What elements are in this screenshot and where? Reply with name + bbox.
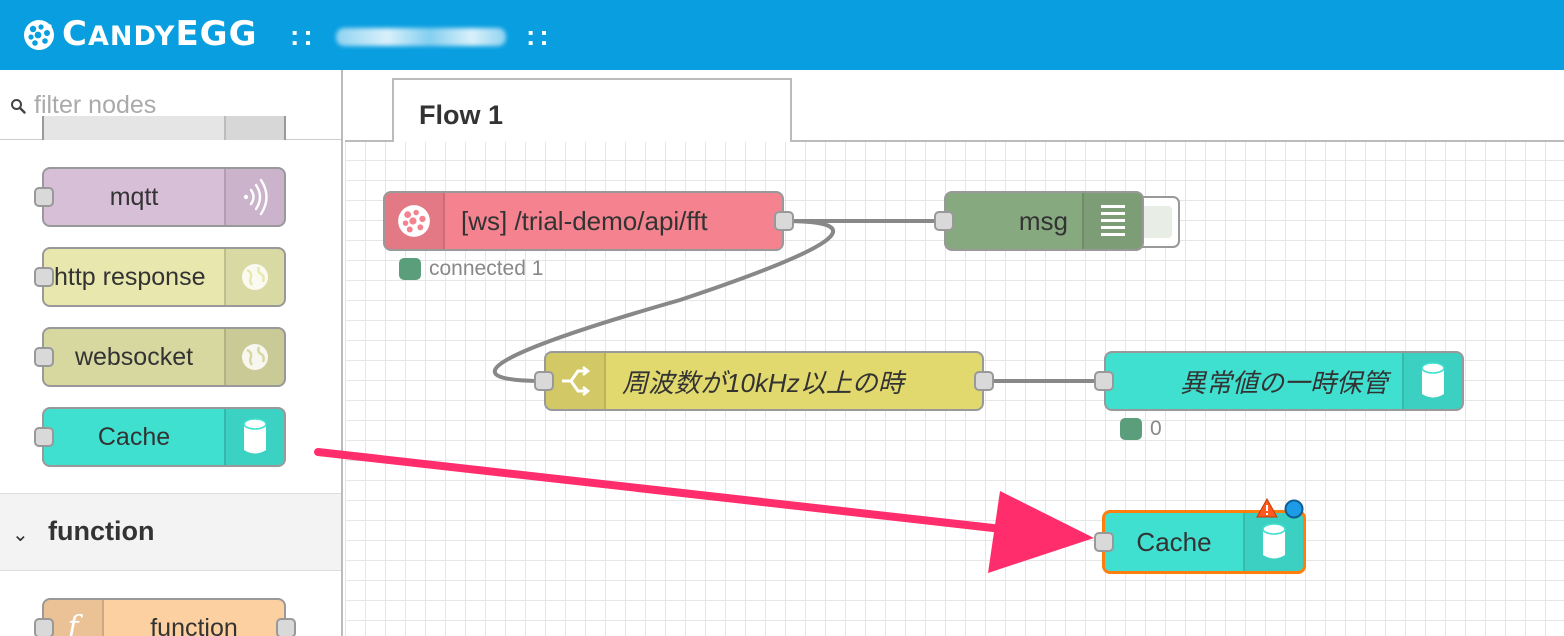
palette-node-websocket[interactable]: websocket xyxy=(42,327,286,387)
filter-underlay xyxy=(0,140,341,150)
flow-node-cache-new[interactable]: Cache xyxy=(1102,510,1306,574)
header-separator-right: :: xyxy=(526,20,553,51)
input-port[interactable] xyxy=(34,187,54,207)
flow-node-websocket-in[interactable]: [ws] /trial-demo/api/fft xyxy=(383,191,784,251)
input-port[interactable] xyxy=(1094,371,1114,391)
input-port[interactable] xyxy=(1094,532,1114,552)
tab-label: Flow 1 xyxy=(419,100,504,130)
node-status: 0 xyxy=(1120,417,1162,441)
node-label: [ws] /trial-demo/api/fft xyxy=(461,205,708,236)
output-port[interactable] xyxy=(774,211,794,231)
palette-node-label: Cache xyxy=(97,422,171,451)
search-icon xyxy=(11,99,26,114)
palette-node-label: websocket xyxy=(74,342,194,371)
palette-node-label: function xyxy=(150,613,238,636)
category-function-header[interactable]: ⌄ function xyxy=(0,493,341,571)
cylinder-icon xyxy=(224,409,284,465)
globe-icon xyxy=(224,249,284,305)
brand-name: CANDYEGG xyxy=(62,14,258,54)
function-icon: f xyxy=(44,600,104,636)
wireless-icon xyxy=(224,169,284,225)
status-dot-icon xyxy=(399,258,421,280)
globe-icon xyxy=(224,329,284,385)
node-label: 周波数が10kHz以上の時 xyxy=(622,367,904,398)
cylinder-icon xyxy=(1243,513,1303,571)
status-dot-icon xyxy=(1120,418,1142,440)
redacted-project-name xyxy=(336,28,506,46)
output-port[interactable] xyxy=(974,371,994,391)
status-text: connected 1 xyxy=(429,257,544,280)
warning-triangle-icon xyxy=(1256,498,1278,518)
palette-node-label: http response xyxy=(54,262,206,291)
cylinder-icon xyxy=(1402,353,1462,409)
input-port[interactable] xyxy=(34,347,54,367)
input-port[interactable] xyxy=(934,211,954,231)
changed-dot-icon xyxy=(1284,499,1304,519)
wire-ws-to-switch xyxy=(492,219,836,383)
node-status: connected 1 xyxy=(399,257,543,281)
candyegg-logo-icon xyxy=(24,20,54,50)
candyegg-icon xyxy=(385,193,445,249)
input-port[interactable] xyxy=(34,618,54,636)
input-port[interactable] xyxy=(34,267,54,287)
palette-node-http-response[interactable]: http response xyxy=(42,247,286,307)
status-text: 0 xyxy=(1150,417,1162,440)
node-palette: mqtt http response websocket Cache xyxy=(0,70,343,636)
switch-icon xyxy=(546,353,606,409)
tab-bar: Flow 1 xyxy=(345,70,1564,144)
app-header: CANDYEGG :: :: xyxy=(0,0,1564,70)
flow-node-debug[interactable]: msg xyxy=(944,191,1144,251)
flow-node-cache-store[interactable]: 異常値の一時保管 xyxy=(1104,351,1464,411)
input-port[interactable] xyxy=(34,427,54,447)
chevron-down-icon: ⌄ xyxy=(12,524,29,546)
header-separator-left: :: xyxy=(290,20,317,51)
palette-node-label: mqtt xyxy=(109,182,159,211)
flow-node-switch[interactable]: 周波数が10kHz以上の時 xyxy=(544,351,984,411)
output-port[interactable] xyxy=(276,618,296,636)
node-label: Cache xyxy=(1136,526,1212,557)
node-label: 異常値の一時保管 xyxy=(1179,367,1388,398)
node-label: msg xyxy=(1018,205,1068,236)
tab-flow-1[interactable]: Flow 1 xyxy=(392,78,792,144)
category-label: function xyxy=(48,516,155,546)
palette-node-function[interactable]: f function xyxy=(42,598,286,636)
palette-node-cache[interactable]: Cache xyxy=(42,407,286,467)
palette-node-mqtt[interactable]: mqtt xyxy=(42,167,286,227)
input-port[interactable] xyxy=(534,371,554,391)
list-icon xyxy=(1082,193,1142,249)
